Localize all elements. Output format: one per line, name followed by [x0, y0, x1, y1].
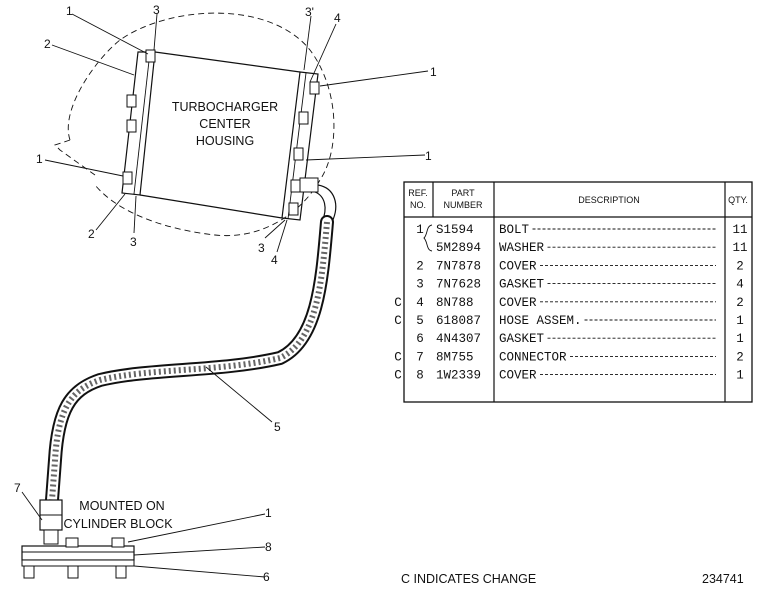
change-flag: C [394, 296, 402, 310]
quantity: 2 [736, 259, 744, 273]
quantity: 11 [732, 223, 747, 237]
change-note: C INDICATES CHANGE [401, 572, 536, 586]
quantity: 11 [732, 241, 747, 255]
quantity: 2 [736, 296, 744, 310]
ref-number: 3 [416, 278, 424, 292]
callout-1-top-left: 1 [66, 4, 73, 18]
callout-3-top-left: 3 [153, 3, 160, 17]
mounting-block [21, 499, 135, 579]
callout-2-top-left: 2 [44, 37, 51, 51]
description: GASKET [499, 332, 545, 346]
ref-number: 7 [416, 350, 424, 364]
callout-3p-top-right: 3' [305, 5, 314, 19]
part-number: 8N788 [436, 296, 474, 310]
ref-number: 5 [416, 314, 424, 328]
description: COVER [499, 296, 537, 310]
quantity: 1 [736, 314, 744, 328]
part-number: S1594 [436, 223, 474, 237]
ref-number: 2 [416, 259, 424, 273]
part-number: 4N4307 [436, 332, 481, 346]
figure-number: 234741 [702, 572, 744, 586]
change-flag: C [394, 369, 402, 383]
table-row: 5M2894 WASHER 11 [436, 241, 748, 255]
housing-outline [54, 12, 335, 237]
part-number: 7N7878 [436, 259, 481, 273]
part-number: 7N7628 [436, 278, 481, 292]
header-description: DESCRIPTION [578, 195, 640, 205]
housing-title-line-3: HOUSING [196, 134, 254, 148]
table-row: 6 4N4307 GASKET 1 [416, 332, 744, 346]
part-number: 5M2894 [436, 241, 481, 255]
table-row: 2 7N7878 COVER 2 [416, 259, 744, 273]
housing-bottom-edge [139, 194, 283, 219]
part-number: 618087 [436, 314, 481, 328]
quantity: 2 [736, 350, 744, 364]
description: GASKET [499, 278, 545, 292]
description: CONNECTOR [499, 350, 567, 364]
callout-2-bottom-left: 2 [88, 227, 95, 241]
table-row: 3 7N7628 GASKET 4 [416, 278, 744, 292]
part-number: 8M755 [436, 350, 474, 364]
part-number: 1W2339 [436, 369, 481, 383]
quantity: 4 [736, 278, 744, 292]
description: COVER [499, 369, 537, 383]
leader-lines [21, 13, 429, 578]
hose-assembly [45, 215, 334, 507]
ref-1-brace [423, 224, 433, 252]
callout-3-bottom-left: 3 [130, 235, 137, 249]
header-ref-line-1: REF. [408, 188, 428, 198]
change-flag: C [394, 350, 402, 364]
description: HOSE ASSEM. [499, 314, 582, 328]
description: WASHER [499, 241, 545, 255]
callout-4-bottom-mid: 4 [271, 253, 278, 267]
callout-8-mount: 8 [265, 540, 272, 554]
ref-number: 6 [416, 332, 424, 346]
callout-1-right-a: 1 [430, 65, 437, 79]
header-ref-line-2: NO. [410, 200, 426, 210]
housing-title-line-2: CENTER [199, 117, 250, 131]
ref-number: 8 [416, 369, 424, 383]
callout-4-top-right: 4 [334, 11, 341, 25]
ref-number: 1 [416, 223, 424, 237]
callout-5-hose: 5 [274, 420, 281, 434]
callout-1-right-b: 1 [425, 149, 432, 163]
quantity: 1 [736, 369, 744, 383]
housing-top-edge [154, 51, 301, 73]
housing-title-line-1: TURBOCHARGER [172, 100, 278, 114]
description: COVER [499, 259, 537, 273]
ref-number: 4 [416, 296, 424, 310]
table-row: 1 S1594 BOLT 11 [416, 223, 747, 237]
quantity: 1 [736, 332, 744, 346]
header-qty: QTY. [728, 195, 748, 205]
bolts-left [122, 49, 156, 185]
right-cover-plate [281, 71, 319, 221]
callout-6-mount: 6 [263, 570, 270, 584]
callout-3-bottom-mid: 3 [258, 241, 265, 255]
callout-7-mount: 7 [14, 481, 21, 495]
callout-1-mid-left: 1 [36, 152, 43, 166]
header-part-line-1: PART [451, 188, 475, 198]
bolts-right [288, 81, 320, 216]
callout-1-mount: 1 [265, 506, 272, 520]
change-flag: C [394, 314, 402, 328]
description: BOLT [499, 223, 530, 237]
mount-title-line-1: MOUNTED ON [79, 499, 164, 513]
mount-title-line-2: CYLINDER BLOCK [63, 517, 173, 531]
header-part-line-2: NUMBER [443, 200, 483, 210]
